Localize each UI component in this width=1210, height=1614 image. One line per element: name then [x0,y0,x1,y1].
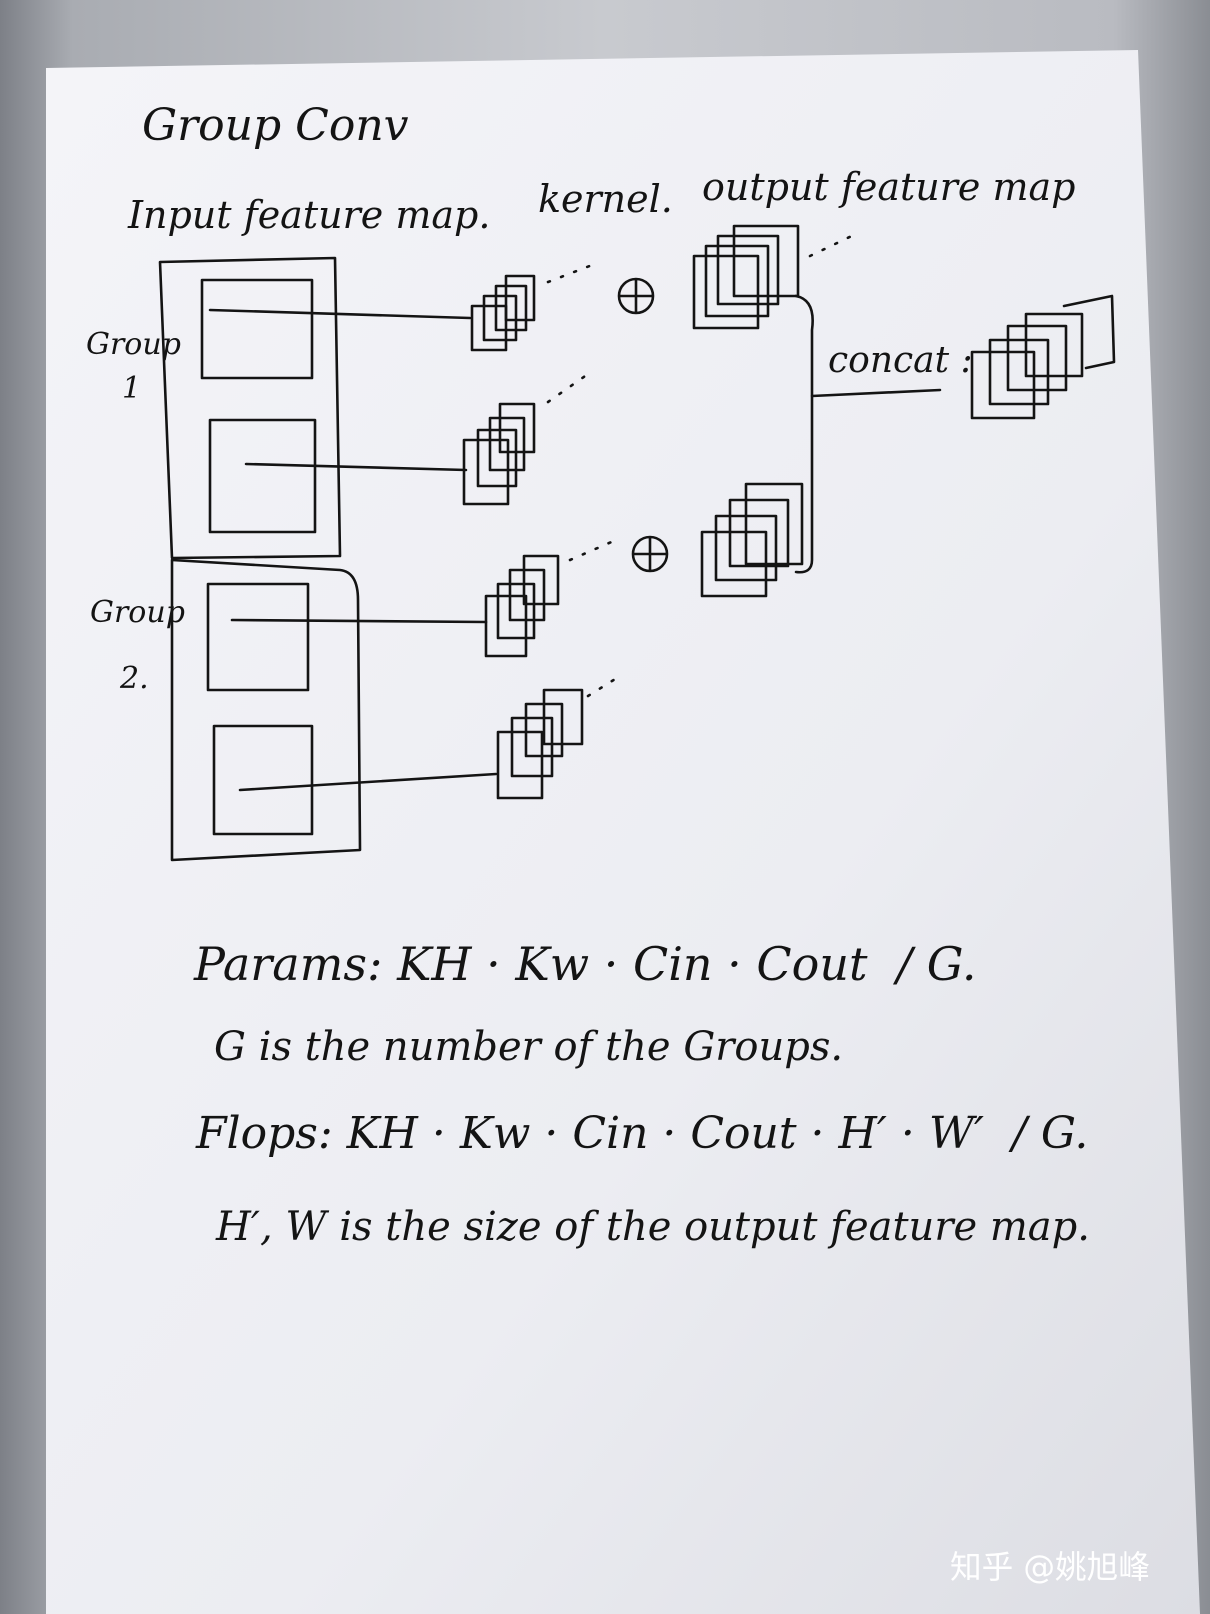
concat-output-stack [970,294,1116,420]
diagram-title: Group Conv [142,100,409,151]
concat-label: concat : [828,340,973,381]
header-input-feature-map: Input feature map. [127,193,490,237]
concat-arrow-line [810,388,942,398]
dots-output-header [808,230,862,258]
group-2-container [170,558,362,862]
output-stack-group-1 [692,224,800,330]
group-1-channel-1 [200,278,314,380]
group-2-channel-2 [212,724,314,836]
kernel-stack-3 [484,554,560,658]
line-g2c1-kernel [230,618,488,624]
flops-note: H′, W is the size of the output feature … [215,1204,1090,1250]
group-1-channel-2 [208,418,317,534]
params-note: G is the number of the Groups. [214,1024,843,1070]
paper [46,50,1200,1614]
kernel-stack-2 [462,402,536,506]
flops-formula: Flops: KH · Kw · Cin · Cout · H′ · W′ / … [195,1108,1088,1159]
header-kernel: kernel. [538,177,673,221]
header-output-feature-map: output feature map [702,165,1075,209]
group-2-number: 2. [119,661,149,696]
line-g1c1-kernel [208,308,472,320]
group-2-channel-1 [206,582,310,692]
concat-bracket [794,294,814,574]
output-stack-group-2 [700,482,804,598]
group-1-container [158,256,342,560]
line-g2c2-kernel [238,772,498,792]
watermark: 知乎 @姚旭峰 [950,1548,1150,1586]
group-1-number: 1 [122,371,141,406]
line-g1c2-kernel [244,462,468,472]
kernel-stack-4 [496,688,584,800]
params-formula: Params: KH · Kw · Cin · Cout / G. [193,937,977,991]
dots-kernel-3 [568,538,618,562]
dots-kernel-1 [546,260,602,284]
group-2-label: Group [90,595,185,630]
kernel-stack-1 [470,274,536,352]
group-1-label: Group [86,327,181,362]
